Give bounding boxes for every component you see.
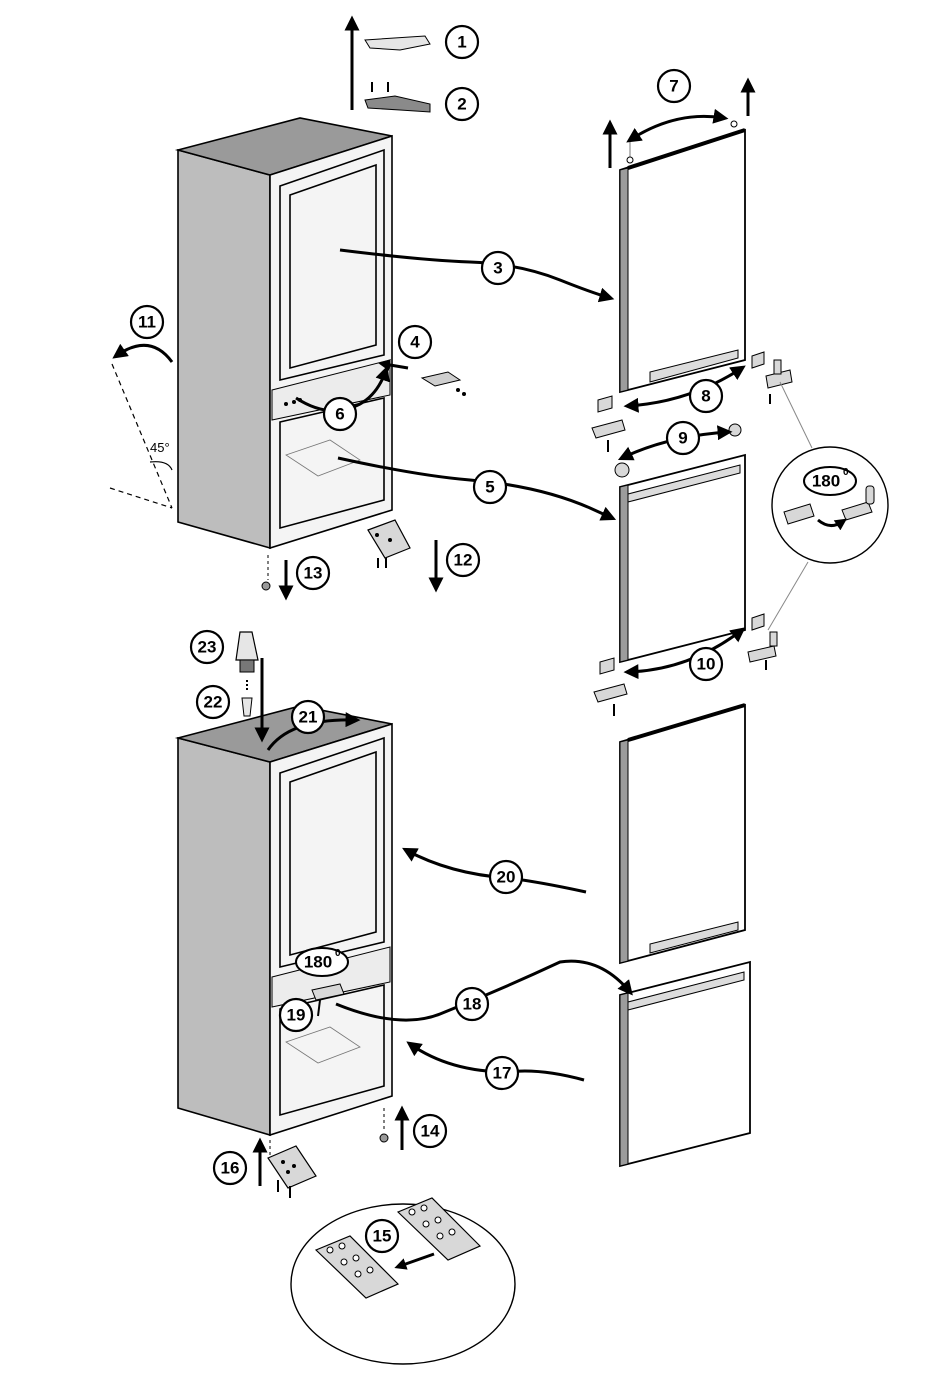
callout-17-label: 17 [493,1064,512,1083]
rotation-label-top-sup: 0 [843,467,849,478]
angle-label: 45° [150,440,170,455]
callout-1: 1 [446,26,478,58]
callout-9: 9 [667,422,699,454]
callout-19-label: 19 [287,1006,306,1025]
lower-door-a [620,455,745,662]
top-hinge-part [365,82,430,112]
callout-10: 10 [690,648,722,680]
callout-4-label: 4 [410,333,420,352]
rotation-label-bottom: 180 0 [296,948,348,976]
callout-22-label: 22 [204,693,223,712]
callout-19: 19 [280,999,312,1031]
upper-door-a [620,130,745,392]
callout-3: 3 [482,252,514,284]
rotation-detail-circle [768,382,888,630]
callout-6-label: 6 [335,405,344,424]
callout-21-label: 21 [299,708,318,727]
rotation-label-bottom-sup: 0 [335,948,341,959]
callout-21: 21 [292,701,324,733]
callout-10-label: 10 [697,655,716,674]
screw-top [262,555,270,590]
callout-1-label: 1 [457,33,466,52]
rotation-label-top-value: 180 [812,472,840,491]
callout-11: 11 [131,306,163,338]
callout-3-label: 3 [493,259,502,278]
top-hinge-cover-part [365,36,430,50]
fridge-cabinet-bottom [178,706,392,1135]
callout-20-label: 20 [497,868,516,887]
callout-9-label: 9 [678,429,687,448]
bottom-hinge-part-top [368,520,410,568]
callout-14: 14 [414,1115,446,1147]
callout-4: 4 [399,326,431,358]
callout-22: 22 [197,686,229,718]
middle-hinge-part [422,372,466,396]
rotation-label-bottom-value: 180 [304,953,332,972]
bottom-hinge-part [268,1140,316,1198]
callout-20: 20 [490,861,522,893]
rotation-label-top: 180 0 [804,467,856,495]
callout-18-label: 18 [463,995,482,1014]
callout-14-label: 14 [421,1122,440,1141]
callout-13: 13 [297,557,329,589]
callout-2: 2 [446,88,478,120]
callout-5-label: 5 [485,478,494,497]
callout-23-label: 23 [198,638,217,657]
callout-5: 5 [474,471,506,503]
callout-8: 8 [690,380,722,412]
callout-6: 6 [324,398,356,430]
hinge-swap-detail [291,1198,515,1364]
callout-12-label: 12 [454,551,473,570]
callout-17: 17 [486,1057,518,1089]
lower-door-b [620,962,750,1166]
callout-13-label: 13 [304,564,323,583]
callout-2-label: 2 [457,95,466,114]
screw-bottom [380,1108,388,1142]
callout-11-label: 11 [138,313,156,332]
callout-18: 18 [456,988,488,1020]
fridge-cabinet-top [178,118,392,548]
callout-16: 16 [214,1152,246,1184]
callout-23: 23 [191,631,223,663]
callout-8-label: 8 [701,387,710,406]
callout-12: 12 [447,544,479,576]
callout-15: 15 [366,1220,398,1252]
callout-7: 7 [658,70,690,102]
hinge-cover-tool [236,632,258,716]
upper-door-b [620,705,745,963]
callout-16-label: 16 [221,1159,240,1178]
callout-15-label: 15 [373,1227,392,1246]
callout-7-label: 7 [669,77,678,96]
